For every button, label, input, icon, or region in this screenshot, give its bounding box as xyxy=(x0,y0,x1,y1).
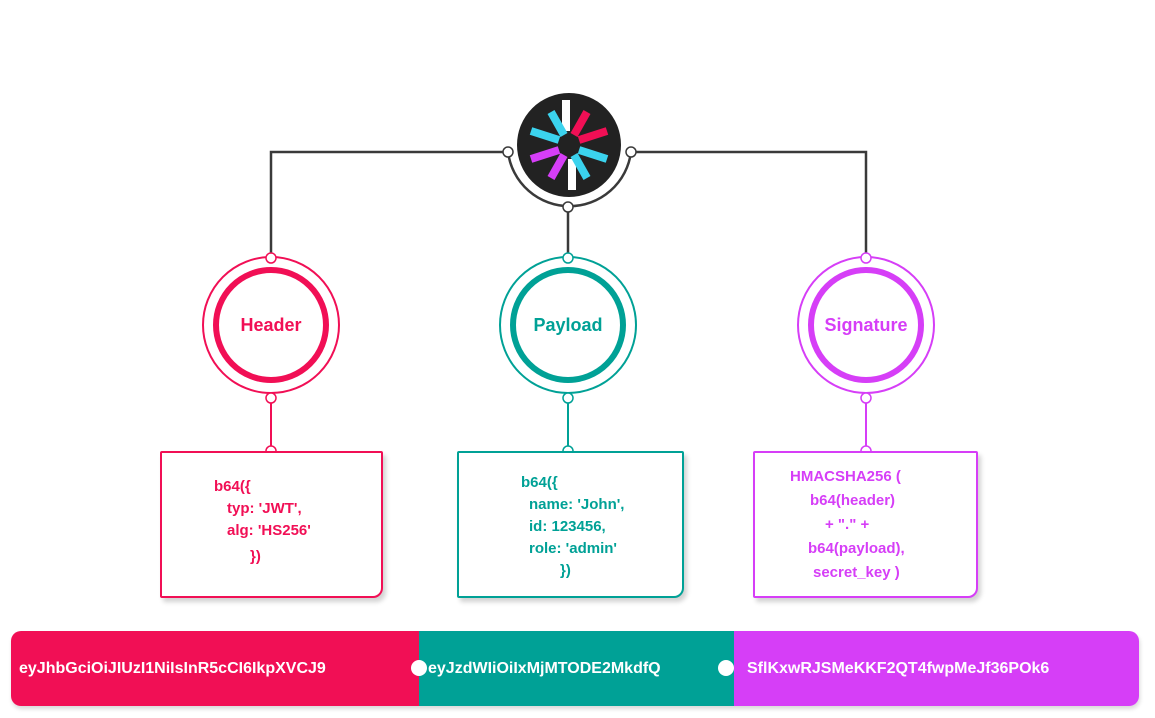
payload-code-line: name: 'John', xyxy=(529,496,625,513)
signature-code-line: + "." + xyxy=(825,516,870,533)
payload-code-line: }) xyxy=(560,562,571,579)
jwt-logo-icon xyxy=(517,93,621,197)
token-header-text: eyJhbGciOiJIUzI1NiIsInR5cCI6IkpXVCJ9 xyxy=(19,659,326,677)
token-header-segment: eyJhbGciOiJIUzI1NiIsInR5cCI6IkpXVCJ9 xyxy=(11,631,419,706)
header-code-line: b64({ xyxy=(214,478,251,495)
header-node: Header xyxy=(202,256,340,394)
signature-code-box: HMACSHA256 ( b64(header) + "." + b64(pay… xyxy=(753,451,978,598)
signature-code-line: secret_key ) xyxy=(813,564,900,581)
header-code-box: b64({ typ: 'JWT', alg: 'HS256' }) xyxy=(160,451,383,598)
payload-code-line: role: 'admin' xyxy=(529,540,617,557)
token-separator-dot xyxy=(411,660,427,676)
signature-node: Signature xyxy=(797,256,935,394)
header-code-line: }) xyxy=(250,548,261,565)
payload-code-box: b64({ name: 'John', id: 123456, role: 'a… xyxy=(457,451,684,598)
jwt-structure-diagram: Header Payload Signature xyxy=(202,93,935,457)
connector-header xyxy=(269,150,508,258)
token-separator-dot xyxy=(718,660,734,676)
header-code-line: alg: 'HS256' xyxy=(227,522,311,539)
header-code-line: typ: 'JWT', xyxy=(227,500,302,517)
payload-code-line: id: 123456, xyxy=(529,518,606,535)
token-signature-segment: SflKxwRJSMeKKF2QT4fwpMeJf36POk6 xyxy=(734,631,1139,706)
signature-label: Signature xyxy=(824,315,907,335)
token-payload-text: eyJzdWIiOiIxMjMTODE2MkdfQ xyxy=(428,659,661,677)
payload-node: Payload xyxy=(499,256,637,394)
token-signature-text: SflKxwRJSMeKKF2QT4fwpMeJf36POk6 xyxy=(747,659,1050,677)
signature-code-line: b64(payload), xyxy=(808,540,905,557)
payload-label: Payload xyxy=(533,315,602,335)
connector-signature xyxy=(631,150,868,258)
payload-code-line: b64({ xyxy=(521,474,558,491)
signature-code-line: b64(header) xyxy=(810,492,896,509)
header-label: Header xyxy=(240,315,301,335)
signature-code-line: HMACSHA256 ( xyxy=(790,468,901,485)
token-payload-segment: eyJzdWIiOiIxMjMTODE2MkdfQ xyxy=(419,631,734,706)
encoded-token-bar: eyJhbGciOiJIUzI1NiIsInR5cCI6IkpXVCJ9 eyJ… xyxy=(11,631,1139,706)
